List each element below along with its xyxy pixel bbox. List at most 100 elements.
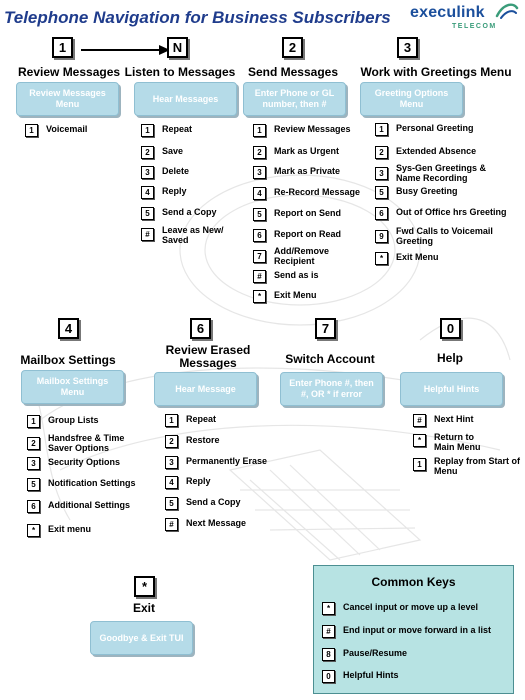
key-mailbox-settings[interactable]: 4 (58, 318, 79, 339)
key-exit[interactable]: * (134, 576, 155, 597)
option-label: Personal Greeting (396, 123, 474, 133)
option-label: Repeat (162, 124, 193, 134)
option-key: 4 (141, 186, 154, 199)
option-key: 0 (322, 670, 335, 683)
switch-account-enter-phone-button[interactable]: Enter Phone #, then #, OR * if error (280, 372, 383, 406)
option-key: * (27, 524, 40, 537)
goodbye-exit-button[interactable]: Goodbye & Exit TUI (90, 621, 193, 655)
page-title: Telephone Navigation for Business Subscr… (4, 8, 391, 27)
option-key: 6 (375, 207, 388, 220)
hear-messages-button[interactable]: Hear Messages (134, 82, 237, 116)
option-label: Exit Menu (274, 290, 317, 300)
greeting-options-menu-button[interactable]: Greeting Options Menu (360, 82, 463, 116)
logo-subtitle: TELECOM (452, 23, 497, 30)
option-key: 3 (27, 457, 40, 470)
option-key: 2 (27, 437, 40, 450)
key-switch-account[interactable]: 7 (315, 318, 336, 339)
option-label: Busy Greeting (396, 186, 458, 196)
option-label: Add/Remove Recipient (274, 246, 330, 266)
option-label: Save (162, 146, 184, 156)
option-label: Out of Office hrs Greeting (396, 207, 507, 217)
option-label: Report on Read (274, 229, 342, 239)
heading-mailbox-settings: Mailbox Settings (20, 353, 116, 367)
heading-switch-account: Switch Account (285, 352, 375, 366)
option-key: 1 (141, 124, 154, 137)
common-keys-title: Common Keys (371, 575, 456, 589)
key-listen-messages[interactable]: N (167, 37, 188, 58)
key-greetings[interactable]: 3 (397, 37, 418, 58)
helpful-hints-button[interactable]: Helpful Hints (400, 372, 503, 406)
option-label: Next Hint (434, 414, 474, 424)
option-key: 5 (375, 186, 388, 199)
option-label: Repeat (186, 414, 217, 424)
option-label: End input or move forward in a list (343, 625, 492, 635)
option-key: 3 (165, 456, 178, 469)
option-label: Send as is (274, 270, 319, 280)
option-key: 1 (375, 123, 388, 136)
option-label: Send a Copy (162, 207, 217, 217)
heading-greetings: Work with Greetings Menu (360, 65, 512, 79)
review-messages-menu-button[interactable]: Review Messages Menu (16, 82, 119, 116)
option-key: 3 (253, 166, 266, 179)
key-erased-messages[interactable]: 6 (190, 318, 211, 339)
option-key: 7 (253, 250, 266, 263)
heading-review-messages: Review Messages (18, 65, 121, 79)
option-label: Handsfree & Time Saver Options (48, 433, 125, 453)
option-key: 3 (141, 166, 154, 179)
option-label: Mark as Urgent (274, 146, 340, 156)
option-label: Cancel input or move up a level (343, 602, 479, 612)
option-label: Report on Send (274, 208, 341, 218)
hear-message-button[interactable]: Hear Message (154, 372, 257, 406)
option-key: # (322, 625, 335, 638)
heading-exit: Exit (132, 601, 155, 615)
option-label: Additional Settings (48, 500, 130, 510)
option-label: Replay from Start of Menu (434, 456, 521, 476)
option-label: Notification Settings (48, 478, 136, 488)
send-messages-enter-phone-button[interactable]: Enter Phone or GL number, then # (243, 82, 346, 116)
option-key: 6 (253, 229, 266, 242)
option-label: Exit menu (48, 524, 92, 534)
option-label: Return to Main Menu (434, 432, 481, 452)
option-key: 1 (165, 414, 178, 427)
common-keys-panel: Common Keys * Cancel input or move up a … (313, 565, 514, 694)
option-key: 4 (165, 476, 178, 489)
option-key: 5 (165, 497, 178, 510)
option-label: Reply (162, 186, 187, 196)
option-label: Voicemail (46, 124, 88, 134)
option-key: # (141, 228, 154, 241)
key-help[interactable]: 0 (440, 318, 461, 339)
option-label: Security Options (48, 457, 121, 467)
option-label: Fwd Calls to Voicemail Greeting (396, 226, 493, 246)
option-key: 4 (253, 187, 266, 200)
option-label: Permanently Erase (186, 456, 268, 466)
key-send-messages[interactable]: 2 (282, 37, 303, 58)
option-label: Mark as Private (274, 166, 341, 176)
option-key: 1 (413, 458, 426, 471)
heading-erased-messages: Review Erased Messages (165, 343, 251, 370)
option-label: Extended Absence (396, 146, 477, 156)
option-key: 5 (141, 207, 154, 220)
heading-listen-messages: Listen to Messages (124, 65, 236, 79)
logo-name: execulink (410, 4, 485, 21)
arrow-icon (81, 45, 170, 55)
option-key: 5 (253, 208, 266, 221)
option-label: Next Message (186, 518, 247, 528)
option-key: # (253, 270, 266, 283)
option-label: Restore (186, 435, 220, 445)
option-key: 2 (253, 146, 266, 159)
option-key: * (375, 252, 388, 265)
option-key: * (413, 434, 426, 447)
option-label: Leave as New/ Saved (162, 225, 224, 245)
option-key: 8 (322, 648, 335, 661)
option-key: 9 (375, 230, 388, 243)
option-label: Sys-Gen Greetings & Name Recording (396, 163, 487, 183)
option-key: 2 (141, 146, 154, 159)
option-key: 1 (25, 124, 38, 137)
option-label: Helpful Hints (343, 670, 399, 680)
option-label: Delete (162, 166, 190, 176)
key-review-messages[interactable]: 1 (52, 37, 73, 58)
option-key: # (165, 518, 178, 531)
option-key: 2 (375, 146, 388, 159)
mailbox-settings-menu-button[interactable]: Mailbox Settings Menu (21, 370, 124, 404)
option-label: Group Lists (48, 415, 99, 425)
